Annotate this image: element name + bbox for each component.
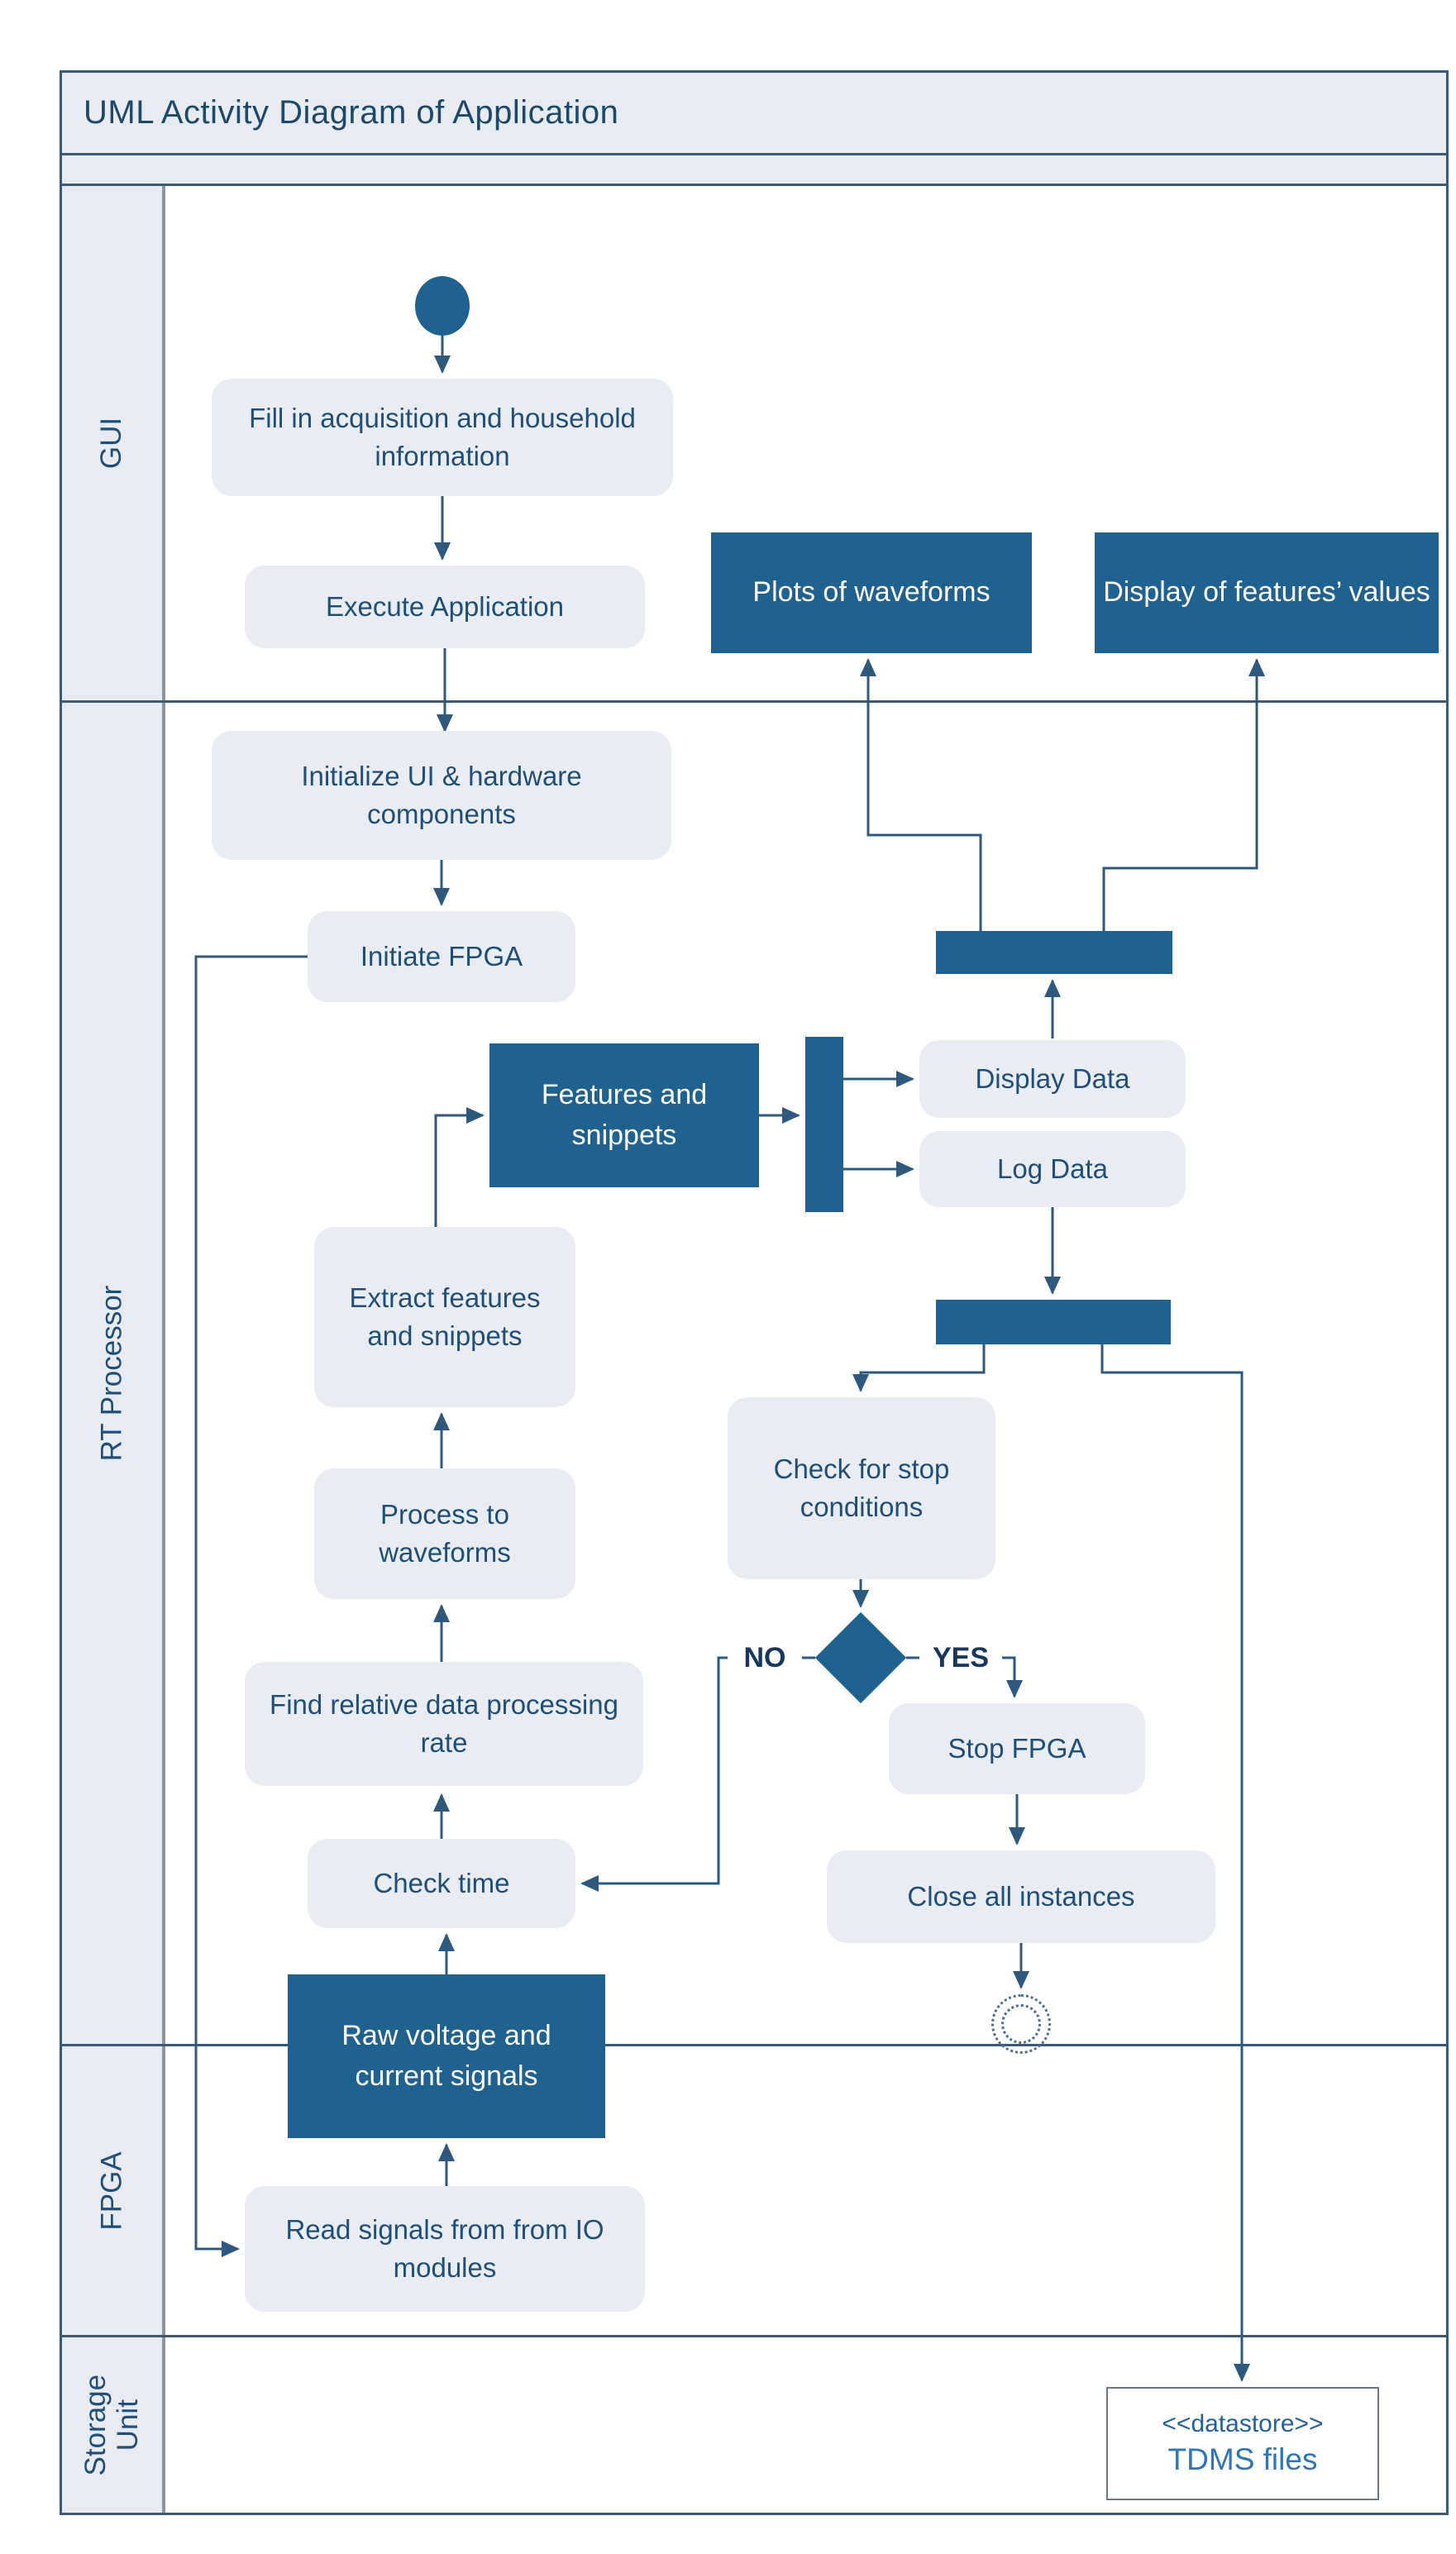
fork-bar-stop bbox=[936, 1300, 1171, 1344]
diagram-title-bar: UML Activity Diagram of Application bbox=[62, 73, 1446, 155]
activity-display-data-label: Display Data bbox=[975, 1063, 1130, 1095]
activity-extract-features-label: Extract features and snippets bbox=[349, 1282, 541, 1351]
object-node-plots-of-waveforms: Plots of waveforms bbox=[711, 532, 1032, 653]
datastore-name: TDMS files bbox=[1167, 2442, 1318, 2476]
activity-process-to-waveforms: Process to waveforms bbox=[314, 1468, 575, 1599]
decision-no-text: NO bbox=[743, 1641, 786, 1673]
activity-extract-features: Extract features and snippets bbox=[314, 1227, 575, 1407]
edge-join-to-display-features bbox=[1102, 658, 1265, 931]
start-node bbox=[415, 276, 470, 336]
activity-log-data-label: Log Data bbox=[997, 1153, 1108, 1185]
activity-close-all-instances-label: Close all instances bbox=[907, 1881, 1135, 1912]
activity-execute-application-label: Execute Application bbox=[325, 591, 565, 623]
activity-fill-info: Fill in acquisition and household inform… bbox=[212, 379, 673, 496]
decision-yes-label: YES bbox=[919, 1640, 1002, 1676]
activity-check-time-label: Check time bbox=[373, 1868, 510, 1899]
activity-display-data: Display Data bbox=[919, 1040, 1186, 1118]
object-node-display-features-values: Display of features’ values bbox=[1095, 532, 1439, 653]
activity-initiate-fpga-label: Initiate FPGA bbox=[360, 941, 523, 972]
activity-read-signals: Read signals from from IO modules bbox=[245, 2186, 645, 2312]
activity-read-signals-label: Read signals from from IO modules bbox=[285, 2214, 604, 2283]
activity-find-rate: Find relative data processing rate bbox=[245, 1662, 643, 1786]
activity-initialize-components: Initialize UI & hardware components bbox=[212, 731, 671, 860]
lane-label-fpga: FPGA bbox=[62, 2046, 165, 2336]
join-bar-display bbox=[936, 931, 1172, 974]
diagram-title: UML Activity Diagram of Application bbox=[84, 93, 619, 131]
lane-label-rt-processor: RT Processor bbox=[62, 703, 165, 2045]
object-node-raw-signals-label: Raw voltage and current signals bbox=[341, 2019, 551, 2092]
activity-process-to-waveforms-label: Process to waveforms bbox=[379, 1499, 511, 1568]
object-node-display-features-values-label: Display of features’ values bbox=[1103, 576, 1430, 609]
object-node-features-and-snippets-label: Features and snippets bbox=[541, 1078, 708, 1151]
object-node-features-and-snippets: Features and snippets bbox=[489, 1043, 759, 1187]
datastore-stereotype: <<datastore>> bbox=[1162, 2409, 1324, 2437]
object-node-raw-signals: Raw voltage and current signals bbox=[288, 1974, 605, 2138]
datastore-tdms-files: <<datastore>> TDMS files bbox=[1106, 2387, 1379, 2500]
lane-label-storage-unit: Storage Unit bbox=[62, 2337, 165, 2513]
edge-fork2-to-check-stop bbox=[852, 1344, 986, 1392]
end-node bbox=[991, 1994, 1051, 2054]
edge-extract-to-features-snippets bbox=[434, 1107, 485, 1227]
activity-check-stop-conditions-label: Check for stop conditions bbox=[773, 1454, 950, 1522]
activity-initialize-components-label: Initialize UI & hardware components bbox=[301, 761, 582, 829]
lane-label-gui: GUI bbox=[62, 185, 165, 701]
activity-stop-fpga: Stop FPGA bbox=[889, 1703, 1145, 1794]
decision-yes-text: YES bbox=[932, 1641, 990, 1673]
activity-fill-info-label: Fill in acquisition and household inform… bbox=[249, 403, 636, 471]
activity-check-time: Check time bbox=[308, 1839, 575, 1928]
activity-initiate-fpga: Initiate FPGA bbox=[308, 911, 575, 1002]
activity-find-rate-label: Find relative data processing rate bbox=[270, 1689, 618, 1758]
activity-log-data: Log Data bbox=[919, 1131, 1186, 1207]
fork-bar-data bbox=[805, 1037, 843, 1212]
object-node-plots-of-waveforms-label: Plots of waveforms bbox=[752, 576, 991, 609]
edge-initiate-fpga-to-read-signals bbox=[194, 955, 308, 2257]
pool-header-band bbox=[62, 155, 1446, 186]
activity-check-stop-conditions: Check for stop conditions bbox=[728, 1397, 995, 1579]
activity-close-all-instances: Close all instances bbox=[827, 1850, 1215, 1943]
edge-fork2-to-datastore bbox=[1100, 1344, 1250, 2382]
activity-stop-fpga-label: Stop FPGA bbox=[948, 1733, 1086, 1764]
end-node-inner-circle bbox=[1001, 2004, 1041, 2044]
activity-execute-application: Execute Application bbox=[245, 566, 645, 648]
edge-join-to-plots bbox=[860, 658, 982, 931]
decision-no-label: NO bbox=[728, 1640, 802, 1676]
